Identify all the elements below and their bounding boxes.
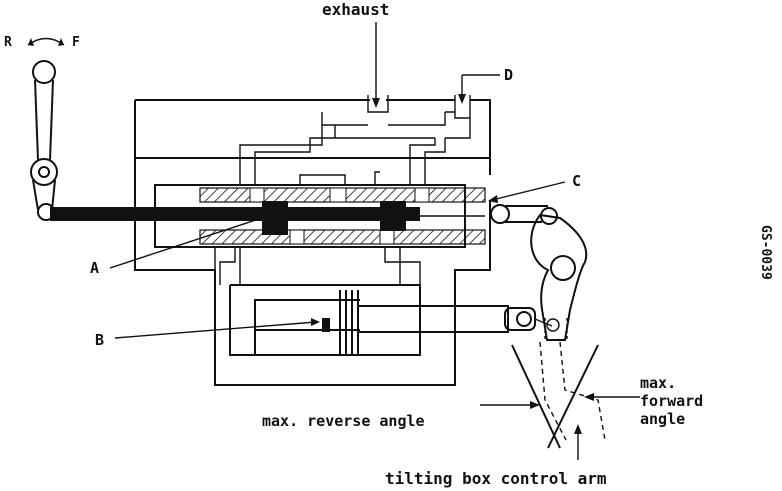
label-max-forward-2: forward <box>640 392 703 410</box>
label-max-reverse: max. reverse angle <box>262 412 425 430</box>
spool-end-link <box>490 204 558 225</box>
label-max-forward-3: angle <box>640 410 685 428</box>
label-b: B <box>95 331 104 349</box>
label-exhaust: exhaust <box>322 0 389 19</box>
bell-crank-lever <box>530 213 588 342</box>
piston-rod <box>322 290 553 355</box>
leader-lines <box>109 22 640 409</box>
label-f: F <box>72 35 80 50</box>
control-arm-lines <box>511 341 606 460</box>
label-control-arm: tilting box control arm <box>385 469 607 488</box>
doc-code: GS-0039 <box>758 225 773 280</box>
label-c: C <box>572 172 581 190</box>
label-d: D <box>504 66 513 84</box>
port-passages <box>214 95 471 356</box>
label-a: A <box>90 259 99 277</box>
label-r: R <box>4 35 12 50</box>
label-max-forward-1: max. <box>640 374 676 392</box>
hand-lever <box>27 37 65 221</box>
